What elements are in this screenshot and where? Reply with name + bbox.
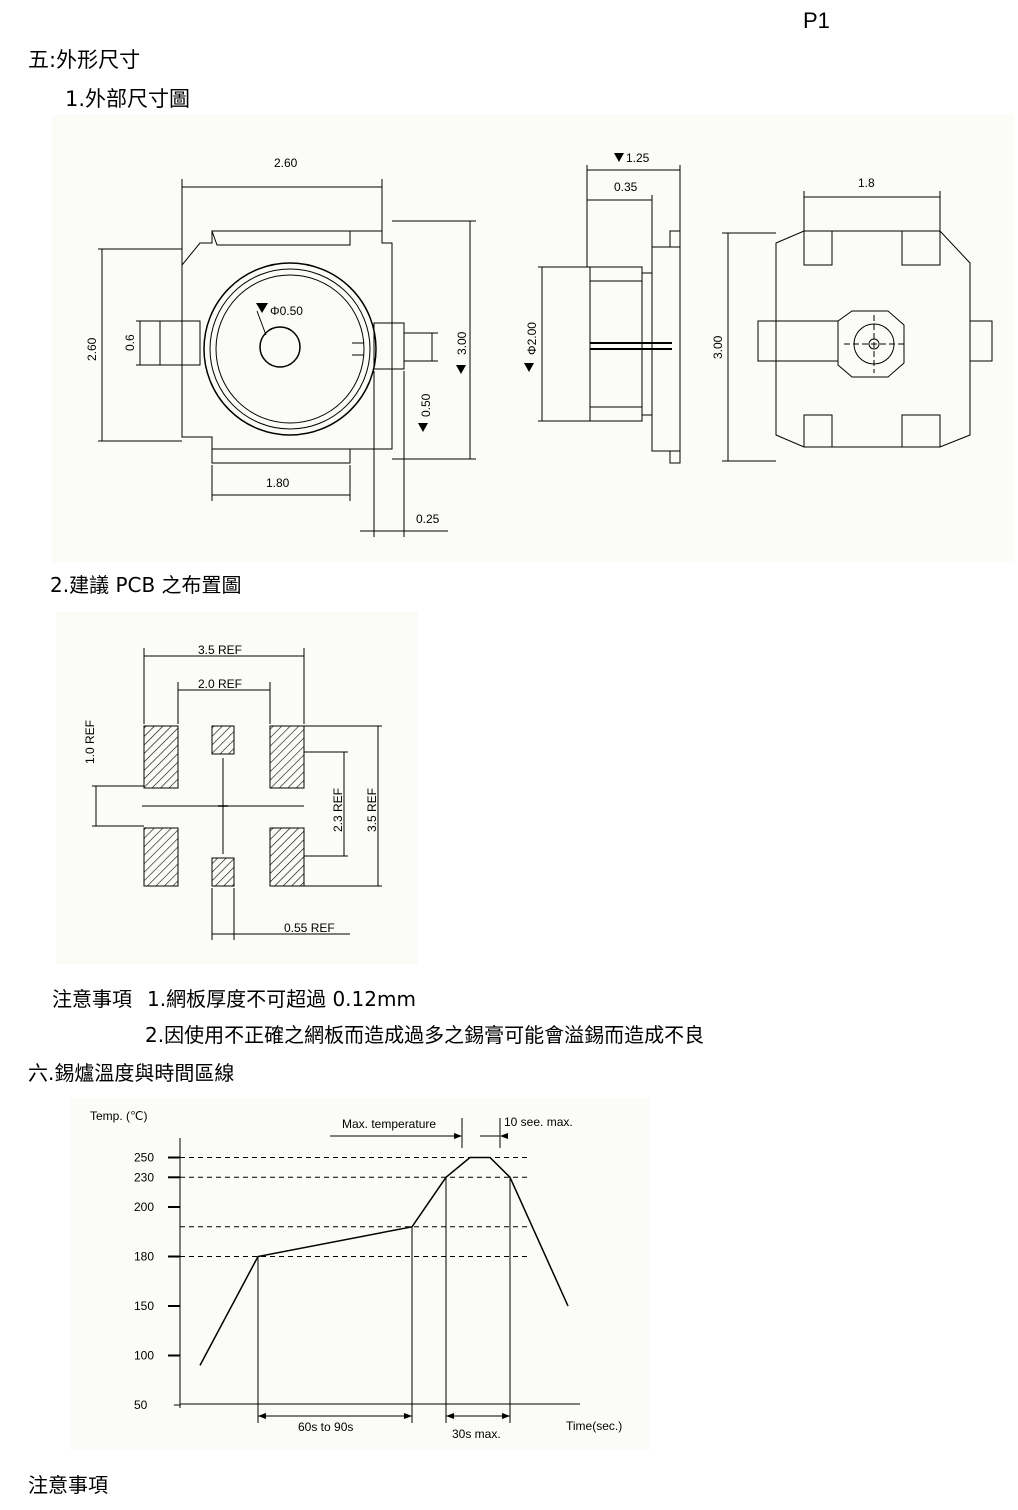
front-view-outer-ring <box>203 262 377 436</box>
front-view-ring-3 <box>215 274 365 424</box>
dim-left-height: 2.60 <box>85 337 99 361</box>
pad-bottom-right <box>269 827 305 887</box>
max-temp-label: Max. temperature <box>342 1117 436 1131</box>
front-view-center-hole <box>259 326 301 368</box>
y-ticks: 250 230 200 180 150 100 50 <box>134 1151 180 1412</box>
dimension-drawing: 2.60 2.60 0.6 Φ0.50 3.00 0.50 1.80 0.25 … <box>85 151 993 537</box>
pcb-layout: 3.5 REF 2.0 REF 1.0 REF 2.3 REF 3.5 REF … <box>83 643 382 940</box>
reflow-time-label: 30s max. <box>452 1427 501 1441</box>
y-tick-label: 50 <box>134 1398 148 1412</box>
dim-bottom-width: 1.80 <box>266 476 290 490</box>
ten-sec-label: 10 see. max. <box>504 1115 573 1129</box>
y-tick-label: 150 <box>134 1299 154 1313</box>
chart-xlabel: Time(sec.) <box>566 1419 622 1433</box>
section-5-1-title: 1.外部尺寸圖 <box>65 87 191 111</box>
preheat-label: 60s to 90s <box>298 1420 353 1434</box>
pad-small-top <box>211 725 235 755</box>
dim-top-width: 2.60 <box>274 156 298 170</box>
section-5-title: 五:外形尺寸 <box>28 48 141 72</box>
dim-side-dia: Φ2.00 <box>525 322 539 355</box>
note-2: 2.因使用不正確之網板而造成過多之錫膏可能會溢錫而造成不良 <box>145 1023 705 1047</box>
pcb-small-pad: 0.55 REF <box>284 921 335 935</box>
reflow-chart-panel: 250 230 200 180 150 100 50 Temp. (℃) Time(sec.… <box>70 1098 650 1450</box>
pcb-pad-height: 1.0 REF <box>83 720 97 764</box>
pad-small-bottom <box>211 857 235 887</box>
section-6-title: 六.錫爐溫度與時間區線 <box>28 1061 235 1085</box>
pcb-inner-width: 2.0 REF <box>198 677 242 691</box>
side-view-flange <box>651 246 681 452</box>
reference-lines <box>180 1157 530 1257</box>
dim-pin-gap: 0.50 <box>419 393 433 417</box>
dim-back-width: 1.8 <box>858 176 875 190</box>
dimension-drawing-panel: 2.60 2.60 0.6 Φ0.50 3.00 0.50 1.80 0.25 … <box>52 115 1014 563</box>
footer-notes-label: 注意事項 <box>28 1473 108 1497</box>
y-tick-label: 230 <box>134 1170 154 1184</box>
pcb-inner-height: 2.3 REF <box>331 788 345 832</box>
dim-hole-dia: Φ0.50 <box>270 304 303 318</box>
chart-ylabel: Temp. (℃) <box>90 1109 147 1123</box>
note-1: 1.網板厚度不可超過 0.12mm <box>147 987 416 1011</box>
front-view-ring-2 <box>209 268 371 430</box>
front-view-top-tab <box>211 230 351 246</box>
dim-bottom-offset: 0.25 <box>416 512 440 526</box>
pcb-outer-height: 3.5 REF <box>365 788 379 832</box>
y-tick-label: 200 <box>134 1200 154 1214</box>
pcb-layout-panel: 3.5 REF 2.0 REF 1.0 REF 2.3 REF 3.5 REF … <box>56 612 418 964</box>
back-view-pin <box>757 320 839 362</box>
front-view-bottom-tab <box>211 448 351 464</box>
back-view-body <box>775 230 971 448</box>
pcb-outer-width: 3.5 REF <box>198 643 242 657</box>
dim-right-height: 3.00 <box>455 331 469 355</box>
reflow-chart: 250 230 200 180 150 100 50 Temp. (℃) Time(sec.… <box>90 1109 622 1441</box>
page-number: P1 <box>803 8 830 33</box>
temperature-profile-line <box>199 1156 569 1366</box>
y-tick-label: 100 <box>134 1349 154 1363</box>
dim-side-total: 1.25 <box>626 151 650 165</box>
dim-side-top: 0.35 <box>614 180 638 194</box>
hole-leader <box>256 310 267 336</box>
y-tick-label: 180 <box>134 1250 154 1264</box>
pad-bottom-left <box>143 827 179 887</box>
front-view-right-pin <box>373 322 405 370</box>
front-view-body <box>181 230 393 450</box>
y-tick-label: 250 <box>134 1151 154 1165</box>
pad-top-right <box>269 725 305 789</box>
dim-pin-width: 0.6 <box>123 334 137 351</box>
pad-top-left <box>143 725 179 789</box>
dim-back-height: 3.00 <box>711 335 725 359</box>
front-view-left-pin <box>159 320 201 366</box>
notes-label: 注意事項 <box>52 987 132 1011</box>
section-5-2-title: 2.建議 PCB 之布置圖 <box>50 573 242 597</box>
